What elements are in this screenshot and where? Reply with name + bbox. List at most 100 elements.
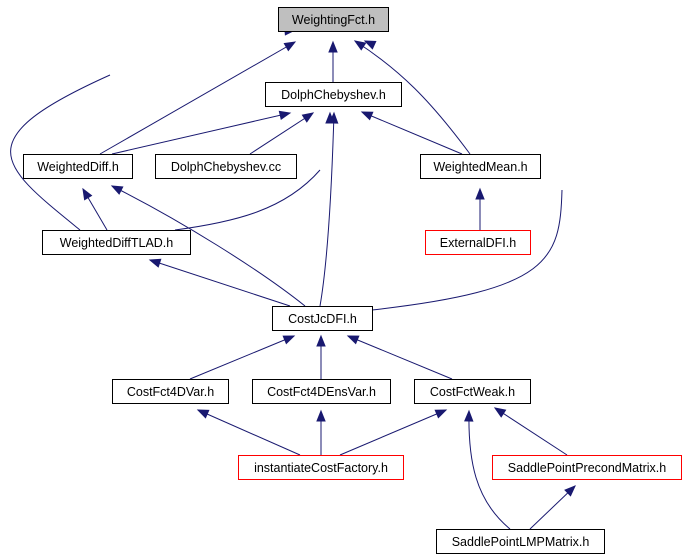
edge-weighted_diff_tlad-to-weighted_diff (82, 187, 108, 231)
edge-arrowhead (196, 409, 210, 419)
edge-line (111, 112, 291, 155)
node-box (414, 379, 531, 404)
edge-arrowhead (346, 335, 360, 345)
node-label: WeightingFct.h (292, 13, 375, 27)
node-box (436, 529, 605, 554)
node-label: CostFct4DVar.h (127, 385, 214, 399)
edge-line (494, 407, 568, 456)
edge-arrowhead (328, 111, 339, 124)
edge-line (354, 40, 471, 155)
edge-arrowhead (475, 187, 485, 200)
node-label: CostJcDFI.h (288, 312, 357, 326)
edge-line (468, 410, 511, 530)
node-weighted-mean[interactable]: WeightedMean.h (420, 154, 541, 179)
edge-line (371, 189, 563, 311)
edge-arrowhead (316, 334, 326, 347)
edge-line (347, 335, 453, 380)
edge-arrowhead (283, 41, 297, 52)
node-box (420, 154, 541, 179)
node-box (112, 379, 229, 404)
edge-arrowhead (316, 409, 326, 422)
node-box (23, 154, 133, 179)
edge-line (10, 74, 111, 231)
edge-arrowhead (282, 335, 296, 345)
edge-line (339, 409, 447, 456)
node-cost-fct-4densvar[interactable]: CostFct4DEnsVar.h (252, 379, 391, 404)
edge-arrowhead (278, 110, 292, 120)
edge-line (361, 111, 463, 155)
node-label: instantiateCostFactory.h (254, 461, 388, 475)
edge-cost_jc_dfi-to-weighted_diff (110, 185, 306, 307)
node-label: DolphChebyshev.cc (171, 160, 281, 174)
node-label: SaddlePointPrecondMatrix.h (508, 461, 666, 475)
node-box (425, 230, 531, 255)
nodes-layer: WeightingFct.hDolphChebyshev.hWeightedDi… (23, 7, 682, 554)
node-label: CostFctWeak.h (430, 385, 515, 399)
node-weighted-diff[interactable]: WeightedDiff.h (23, 154, 133, 179)
node-box (252, 379, 391, 404)
edge-dolph_chebyshev_cc-to-dolph_chebyshev_h (249, 112, 315, 155)
edge-arrowhead (493, 407, 507, 418)
edge-line (189, 335, 295, 380)
edge-instantiate_cost_factory-to-cost_fct_4dvar (196, 409, 301, 456)
edge-instantiate_cost_factory-to-cost_fct_4densvar (316, 409, 326, 455)
node-saddle-point-precond-matrix[interactable]: SaddlePointPrecondMatrix.h (492, 455, 682, 480)
edge-line (111, 185, 306, 307)
edge-cost_jc_dfi-to-weighted_diff_tlad (148, 258, 291, 307)
node-label: WeightedMean.h (433, 160, 527, 174)
edge-weighted_mean-to-weighting_fct (353, 40, 471, 155)
node-cost-jc-dfi[interactable]: CostJcDFI.h (272, 306, 373, 331)
edge-arrowhead (110, 185, 124, 195)
edge-cost_fct_4densvar-to-cost_jc_dfi (316, 334, 326, 379)
node-label: DolphChebyshev.h (281, 88, 386, 102)
node-box (265, 82, 402, 107)
edge-arrowhead (564, 485, 576, 497)
edge-cost_jc_dfi-to-weighting_fct (363, 40, 563, 311)
edge-arrowhead (148, 258, 162, 268)
node-cost-fct-4dvar[interactable]: CostFct4DVar.h (112, 379, 229, 404)
node-weighting-fct: WeightingFct.h (278, 7, 389, 32)
edge-cost_jc_dfi-to-dolph_chebyshev_h (319, 111, 339, 307)
edge-instantiate_cost_factory-to-cost_fct_weak (339, 409, 448, 456)
edge-arrowhead (353, 40, 367, 51)
edge-weighted_diff-to-dolph_chebyshev_h (111, 110, 292, 155)
node-box (238, 455, 404, 480)
edge-saddle_point_lmp_matrix-to-cost_fct_weak (464, 409, 511, 530)
node-cost-fct-weak[interactable]: CostFctWeak.h (414, 379, 531, 404)
node-label: WeightedDiff.h (37, 160, 119, 174)
edge-external_dfi-to-weighted_mean (475, 187, 485, 230)
edge-line (149, 259, 291, 307)
node-dolph-chebyshev-h[interactable]: DolphChebyshev.h (265, 82, 402, 107)
edge-arrowhead (82, 187, 93, 201)
node-instantiate-cost-factory[interactable]: instantiateCostFactory.h (238, 455, 404, 480)
edge-arrowhead (328, 40, 338, 53)
edge-line (197, 409, 301, 456)
node-box (278, 7, 389, 32)
node-label: ExternalDFI.h (440, 236, 516, 250)
edge-saddle_point_precond_matrix-to-cost_fct_weak (493, 407, 568, 456)
node-box (42, 230, 191, 255)
node-label: SaddlePointLMPMatrix.h (452, 535, 590, 549)
node-box (492, 455, 682, 480)
node-dolph-chebyshev-cc[interactable]: DolphChebyshev.cc (155, 154, 297, 179)
edge-arrowhead (363, 40, 377, 50)
node-box (155, 154, 297, 179)
edge-arrowhead (360, 111, 374, 121)
node-box (272, 306, 373, 331)
node-external-dfi[interactable]: ExternalDFI.h (425, 230, 531, 255)
node-saddle-point-lmp-matrix[interactable]: SaddlePointLMPMatrix.h (436, 529, 605, 554)
edge-arrowhead (464, 409, 474, 422)
edge-arrowhead (301, 112, 315, 123)
edge-weighted_diff-to-weighting_fct (99, 41, 297, 155)
edge-weighted_diff_tlad-to-weighting_fct (10, 26, 297, 231)
edge-line (99, 41, 296, 155)
node-label: CostFct4DEnsVar.h (267, 385, 376, 399)
edges-layer (10, 26, 576, 530)
edge-line (174, 169, 321, 231)
edge-dolph_chebyshev_h-to-weighting_fct (328, 40, 338, 82)
edge-saddle_point_lmp_matrix-to-saddle_point_precond_matrix (529, 485, 576, 530)
edge-line (319, 112, 335, 307)
node-weighted-diff-tlad[interactable]: WeightedDiffTLAD.h (42, 230, 191, 255)
node-label: WeightedDiffTLAD.h (60, 236, 174, 250)
